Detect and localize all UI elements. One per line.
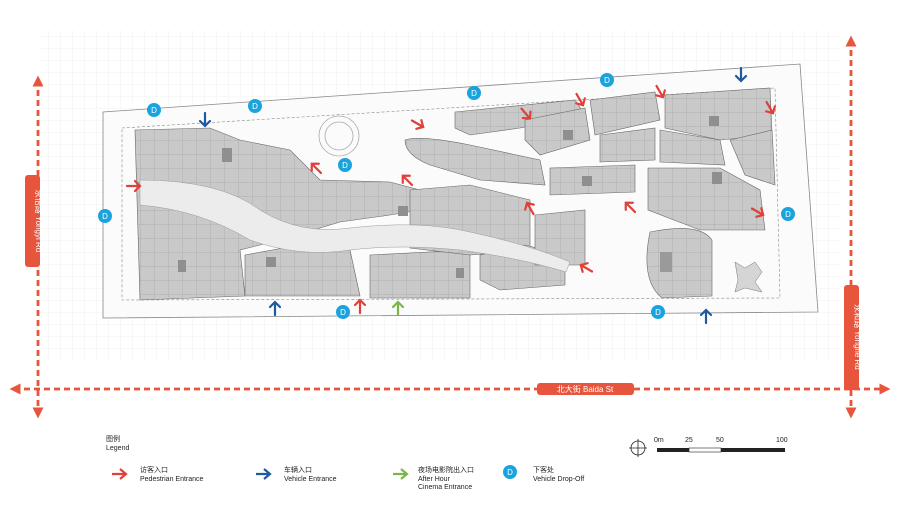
svg-text:D: D	[785, 210, 791, 219]
dropoff-marker-icon: D	[98, 209, 112, 223]
scale-label-100: 100	[776, 437, 788, 444]
pedestrian-entrance-arrow-icon	[524, 201, 535, 216]
svg-text:D: D	[655, 308, 661, 317]
scale-label-50: 50	[716, 437, 724, 444]
pavilion-building	[734, 261, 763, 293]
pedestrian-entrance-arrow-icon	[750, 207, 765, 218]
road-label-east: 永和路 Yonghe Rd	[844, 285, 863, 390]
dropoff-marker-icon: D	[781, 207, 795, 221]
vehicle-entrance-arrow-icon	[268, 300, 282, 317]
scale-label-0: 0m	[654, 437, 664, 444]
cinema-entrance-arrow-icon	[391, 300, 405, 317]
pedestrian-spine	[139, 179, 571, 273]
legend-symbols: D	[112, 465, 517, 480]
legend-dropoff-label-en: Vehicle Drop-Off	[533, 476, 585, 483]
pedestrian-entrance-arrow-icon	[520, 107, 532, 120]
dropoff-marker-icon: D	[147, 103, 161, 117]
building-west-mall	[134, 127, 586, 301]
svg-text:北大街 Baida St: 北大街 Baida St	[557, 384, 614, 394]
pedestrian-entrance-arrow-icon	[353, 298, 367, 315]
road-label-south: 北大街 Baida St	[537, 383, 634, 395]
north-compass-icon	[629, 439, 647, 457]
dropoff-marker-icon: D	[600, 73, 614, 87]
tower-building	[646, 228, 713, 299]
scale-bar	[657, 447, 785, 453]
legend-vehicle-label-cn: 车辆入口	[284, 467, 312, 474]
svg-text:D: D	[604, 76, 610, 85]
legend-pedestrian-label-cn: 访客入口	[140, 467, 168, 474]
pedestrian-entrance-arrow-icon	[310, 162, 323, 175]
svg-text:永和路 Yonghe Rd: 永和路 Yonghe Rd	[853, 304, 863, 370]
pedestrian-entrance-arrow-icon	[575, 92, 586, 107]
svg-text:D: D	[252, 102, 258, 111]
dropoff-marker-icon: D	[336, 305, 350, 319]
legend-pedestrian-label-en: Pedestrian Entrance	[140, 476, 204, 483]
svg-text:D: D	[151, 106, 157, 115]
svg-text:D: D	[102, 212, 108, 221]
legend-pedestrian-arrow-icon	[112, 468, 128, 480]
svg-text:D: D	[342, 161, 348, 170]
legend-dropoff-label-cn: 下客处	[533, 467, 554, 474]
pedestrian-entrance-arrow-icon	[655, 84, 666, 99]
legend-cinema-label-cn: 夜场电影院出入口	[418, 467, 474, 474]
legend-dropoff-icon	[503, 465, 517, 479]
dropoff-marker-icon: D	[467, 86, 481, 100]
legend-vehicle-label-en: Vehicle Entrance	[284, 476, 337, 483]
pedestrian-entrance-arrow-icon	[401, 174, 414, 187]
legend-cinema-arrow-icon	[393, 468, 409, 480]
pedestrian-entrance-arrow-icon	[765, 100, 776, 115]
dropoff-marker-icon: D	[248, 99, 262, 113]
pedestrian-entrance-arrow-icon	[624, 201, 637, 214]
plaza-fountain	[318, 115, 360, 157]
svg-text:D: D	[340, 308, 346, 317]
service-cores	[178, 116, 722, 278]
svg-text:D: D	[471, 89, 477, 98]
building-east-cluster	[404, 87, 776, 231]
vehicle-entrance-arrow-icon	[198, 111, 212, 128]
legend-cinema-label-en: After Hour Cinema Entrance	[418, 476, 473, 491]
svg-text:永怡路 Yongyi Rd: 永怡路 Yongyi Rd	[34, 190, 44, 252]
legend-vehicle-arrow-icon	[256, 468, 272, 480]
legend-dropoff-letter: D	[507, 468, 513, 477]
building-setback-line	[121, 87, 781, 301]
scale-label-25: 25	[685, 437, 693, 444]
vehicle-entrance-arrow-icon	[699, 308, 713, 325]
dropoff-marker-icon: D	[338, 158, 352, 172]
pedestrian-entrance-arrow-icon	[125, 179, 142, 193]
road-label-west: 永怡路 Yongyi Rd	[25, 175, 44, 267]
legend-title-cn: 图例	[106, 436, 120, 443]
pedestrian-entrance-arrow-icon	[579, 262, 594, 273]
dropoff-marker-icon: D	[651, 305, 665, 319]
pedestrian-entrance-arrow-icon	[410, 119, 425, 130]
vehicle-entrance-arrow-icon	[734, 66, 748, 83]
legend-title-en: Legend	[106, 445, 130, 452]
